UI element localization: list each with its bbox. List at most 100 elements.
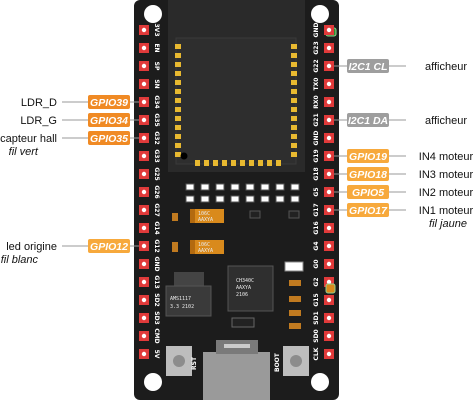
crystal	[231, 317, 255, 328]
module-pad	[291, 62, 297, 67]
module-pad	[175, 134, 181, 139]
gpio-tag-label: I2C1 DA	[348, 115, 388, 127]
gpio-tag-label: GPIO35	[90, 133, 128, 145]
pin-label: SD3	[153, 311, 160, 324]
smd-part	[290, 195, 300, 203]
module-pad	[175, 89, 181, 94]
pin-hole	[326, 27, 332, 33]
test-pad-2	[325, 283, 336, 294]
gpio-tag-label: GPIO17	[349, 205, 388, 217]
pin-hole	[326, 99, 332, 105]
pin-hole	[326, 297, 332, 303]
annotation-label: IN1 moteur	[419, 205, 473, 217]
svg-text:AAXYA: AAXYA	[236, 285, 251, 291]
rst-button-label: RST	[191, 356, 198, 370]
module-pad	[291, 125, 297, 130]
pin-label: GND	[313, 131, 320, 146]
pin-hole	[326, 333, 332, 339]
annotation-sub: fil vert	[9, 146, 39, 158]
svg-text:106C: 106C	[198, 242, 210, 248]
pin-label: G12	[153, 239, 160, 252]
smd-part	[260, 183, 270, 191]
gpio-tag	[347, 149, 389, 163]
module-pad	[249, 160, 254, 166]
annotation-label: afficheur	[425, 61, 467, 73]
pin1-dot	[180, 152, 188, 160]
smd-part	[275, 183, 285, 191]
pin-hole	[141, 171, 147, 177]
pin-hole	[141, 279, 147, 285]
tantalum-cap-2: 106C AAXYA	[190, 240, 224, 254]
pin-label: SD0	[313, 329, 320, 342]
module-pad	[175, 44, 181, 49]
pin-label: G4	[313, 241, 320, 250]
pin-label: G13	[153, 275, 160, 288]
gpio-tag-label: GPIO39	[90, 97, 128, 109]
annotation-sub: fil jaune	[429, 218, 467, 230]
pin-label: G0	[313, 259, 320, 268]
pin-label: G35	[153, 113, 160, 126]
module-pad	[291, 71, 297, 76]
pin-hole	[141, 63, 147, 69]
transistor-1	[249, 210, 261, 219]
smd-part	[245, 195, 255, 203]
svg-text:3.3 2102: 3.3 2102	[170, 304, 194, 310]
module-pad	[291, 53, 297, 58]
module-pad	[240, 160, 245, 166]
gpio-tag	[347, 113, 389, 127]
pin-hole	[326, 351, 332, 357]
pin-hole	[141, 297, 147, 303]
smd-part	[260, 195, 270, 203]
pin-hole	[141, 189, 147, 195]
small-cap-b	[172, 242, 178, 252]
small-cap-a	[172, 213, 178, 221]
gpio-tag-label: GPIO12	[90, 241, 128, 253]
pin-hole	[141, 99, 147, 105]
module-pad	[258, 160, 263, 166]
module-pad	[175, 143, 181, 148]
module-shield	[175, 37, 297, 165]
smd-part	[245, 183, 255, 191]
pin-hole	[141, 225, 147, 231]
pin-label: G33	[153, 149, 160, 162]
module-pad	[175, 71, 181, 76]
module-pad	[175, 125, 181, 130]
pin-hole	[326, 279, 332, 285]
svg-text:AAXYA: AAXYA	[198, 248, 213, 254]
smd-part	[230, 183, 240, 191]
pin-label: SD2	[153, 293, 160, 306]
usb-connector[interactable]	[203, 340, 270, 400]
annotation-label: capteur hall	[0, 133, 57, 145]
pin-label: GND	[313, 23, 320, 38]
pin-hole	[326, 171, 332, 177]
gpio-tag-label: GPIO19	[349, 151, 387, 163]
pin-label: G16	[313, 221, 320, 234]
module-pad	[291, 107, 297, 112]
annotation-label: IN2 moteur	[419, 187, 473, 199]
module-pad	[204, 160, 209, 166]
gpio-tag	[88, 239, 130, 253]
module-pad	[291, 44, 297, 49]
module-pad	[291, 143, 297, 148]
pin-hole	[326, 153, 332, 159]
smd-part	[215, 183, 225, 191]
pin-hole	[326, 63, 332, 69]
rst-button[interactable]: RST	[166, 346, 198, 376]
annotation-label: led origine	[6, 241, 57, 253]
pin-label: G32	[153, 131, 160, 144]
pin-label: G19	[313, 149, 320, 162]
svg-text:2106: 2106	[236, 292, 248, 298]
pin-hole	[141, 351, 147, 357]
pin-label: CLK	[313, 347, 320, 360]
resistor-4	[289, 323, 301, 329]
gpio-tag	[347, 185, 389, 199]
pin-hole	[326, 81, 332, 87]
pin-hole	[141, 81, 147, 87]
pin-label: G27	[153, 203, 160, 216]
pin-label: SP	[153, 62, 160, 71]
left-pin-header: 3V3ENSPSNG34G35G32G33G25G26G27G14G12GNDG…	[139, 24, 160, 359]
smd-part	[230, 195, 240, 203]
boot-button[interactable]: BOOT	[274, 346, 309, 376]
pin-hole	[141, 45, 147, 51]
pin-label: G2	[313, 277, 320, 286]
